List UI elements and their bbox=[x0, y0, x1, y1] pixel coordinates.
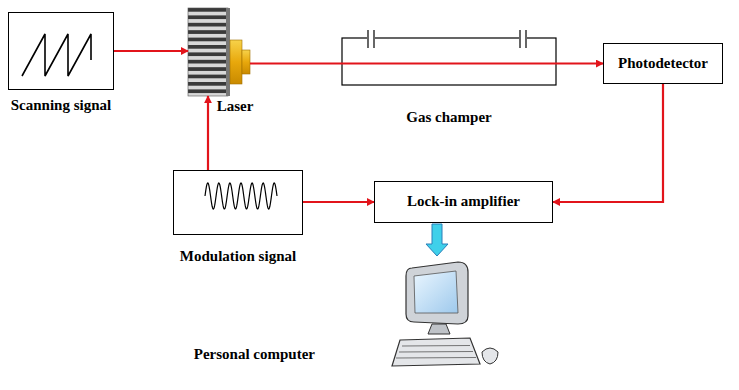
gas-chamber-outline bbox=[342, 30, 556, 85]
data-arrow bbox=[426, 224, 448, 256]
signal-line bbox=[553, 84, 663, 202]
signal-line bbox=[207, 96, 209, 170]
sine-wave bbox=[205, 183, 277, 209]
key-row bbox=[396, 357, 476, 359]
block-box: Modulation signal bbox=[173, 170, 303, 235]
block-box: Scanning signal bbox=[8, 12, 114, 90]
laser-illustration bbox=[188, 8, 250, 96]
block-box: Lock-in amplifier bbox=[374, 181, 553, 223]
component-node: Laser bbox=[188, 8, 250, 96]
node-label: Gas champer bbox=[406, 109, 491, 126]
component-node: Personal computer bbox=[400, 258, 500, 370]
block-box: Photodetector bbox=[603, 43, 723, 84]
node-label: Photodetector bbox=[618, 55, 708, 72]
node-label: Scanning signal bbox=[11, 97, 111, 114]
component-node: Gas champer bbox=[342, 38, 556, 85]
computer-icon bbox=[392, 262, 498, 366]
signal-line bbox=[114, 50, 188, 52]
node-label: Modulation signal bbox=[180, 248, 296, 265]
node-label: Laser bbox=[217, 98, 254, 115]
node-label: Personal computer bbox=[194, 346, 315, 363]
signal-line bbox=[303, 201, 374, 203]
key-row bbox=[399, 351, 473, 353]
node-label: Lock-in amplifier bbox=[407, 193, 520, 210]
key-row bbox=[402, 345, 470, 347]
sawtooth-wave bbox=[22, 34, 91, 76]
signal-line bbox=[250, 62, 603, 64]
